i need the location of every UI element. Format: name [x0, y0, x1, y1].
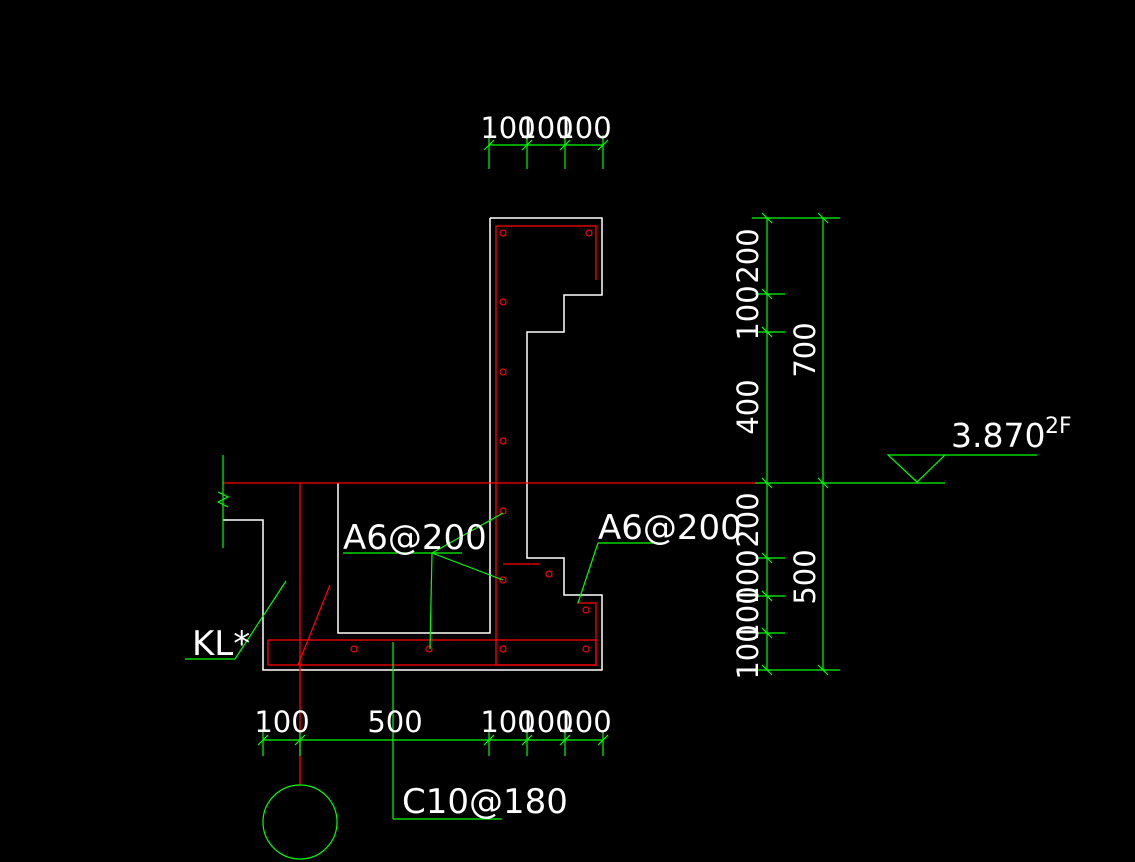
rebar-dot	[499, 437, 507, 445]
dim-top-2: 100	[518, 111, 573, 145]
top-dimension-chain	[483, 135, 609, 169]
rebar-a-leader-2	[431, 552, 504, 581]
dim-right-5: 100	[731, 549, 765, 604]
dim-right-2: 100	[731, 285, 765, 340]
dim-bottom-5: 100	[556, 705, 611, 739]
rebar-dot	[499, 576, 507, 584]
annotation-lines	[185, 454, 1037, 860]
rebar-a-leader-1	[431, 512, 504, 554]
beam-leader	[234, 580, 287, 660]
rebar-b-leader	[577, 542, 599, 604]
rebar-dot	[350, 645, 358, 653]
dim-top-3: 100	[556, 111, 611, 145]
rebar-dot	[545, 570, 553, 578]
dim-bottom-2: 500	[367, 705, 422, 739]
dim-outer-2: 500	[788, 549, 822, 604]
rebar-dot	[499, 368, 507, 376]
rebar-dot	[499, 507, 507, 515]
right-dimension-chain	[752, 212, 840, 676]
rebar-dot	[585, 229, 593, 237]
elevation-triangle	[886, 454, 947, 483]
section-outline	[223, 217, 603, 671]
dim-right-7: 100	[731, 624, 765, 679]
break-mark	[216, 491, 230, 508]
rebar-dot	[582, 606, 590, 614]
bottom-dimension-chain	[257, 730, 609, 756]
bottom-bar-box	[267, 639, 597, 666]
slab-void-outline	[337, 218, 491, 634]
rebar-dot	[499, 229, 507, 237]
dim-right-6: 100	[731, 586, 765, 641]
label-text: A6@200 A6@200 KL* C10@180 3.870 2F	[192, 414, 1072, 822]
bottom-rebar-label: C10@180	[402, 782, 568, 822]
dim-right-3: 400	[731, 379, 765, 434]
dim-right-1: 200	[731, 228, 765, 283]
beam-label: KL*	[192, 624, 250, 664]
detail-circle	[262, 784, 338, 860]
dim-bottom-4: 100	[518, 705, 573, 739]
inclined-bar	[297, 584, 331, 666]
dim-right-4: 200	[731, 492, 765, 547]
dim-bottom-1: 100	[254, 705, 309, 739]
dim-bottom-3: 100	[480, 705, 535, 739]
rebar-dots	[350, 229, 593, 653]
rebar-a-leader-3	[429, 552, 433, 650]
rebar-dot	[499, 645, 507, 653]
dim-outer-1: 700	[788, 322, 822, 377]
rebar-a-label: A6@200	[343, 518, 487, 558]
elevation-label: 3.870	[951, 416, 1045, 455]
floor-label: 2F	[1045, 414, 1072, 439]
rebar-group	[223, 225, 755, 785]
rebar-dot	[425, 645, 433, 653]
dimension-text: 100 100 100 100 500 100 100 100 200 100 …	[254, 111, 822, 739]
concrete-outline	[223, 217, 603, 671]
rebar-dot	[499, 298, 507, 306]
stirrup-upright	[495, 225, 597, 666]
dim-top-1: 100	[480, 111, 535, 145]
rebar-b-label: A6@200	[598, 508, 742, 548]
rebar-dot	[582, 645, 590, 653]
